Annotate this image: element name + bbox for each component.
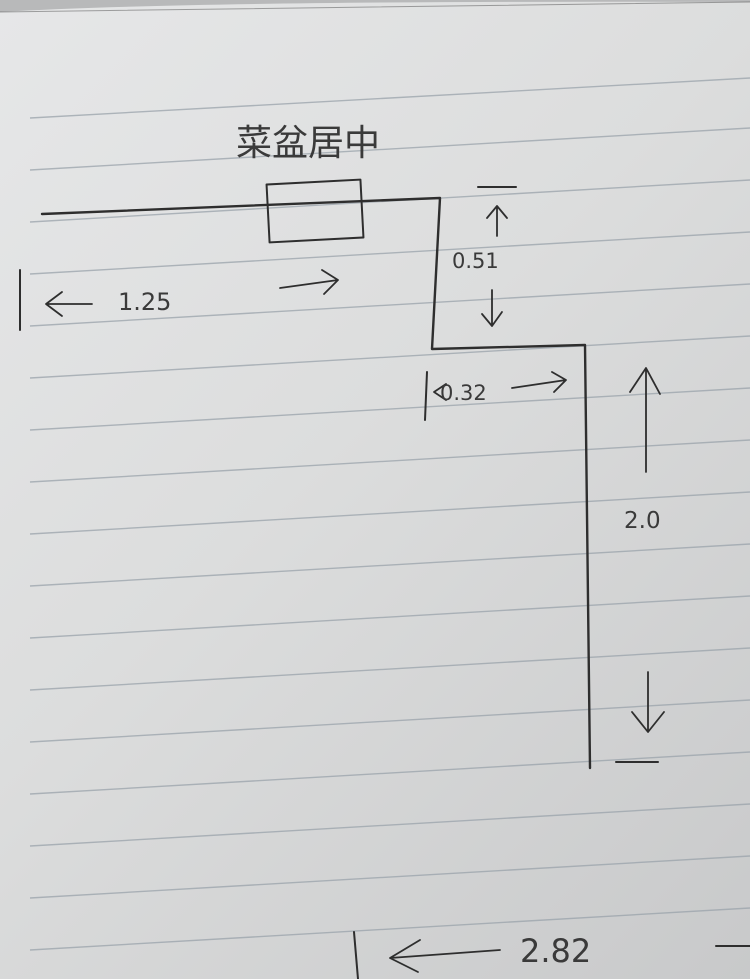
dim-step-height: 0.51 bbox=[452, 186, 517, 327]
page-edge bbox=[0, 0, 750, 12]
dim-left-width-label: 1.25 bbox=[118, 288, 171, 316]
dim-total-width-label: 2.82 bbox=[520, 932, 591, 970]
counter-outline bbox=[40, 196, 592, 770]
title-text: 菜盆居中 bbox=[236, 123, 380, 164]
dim-right-height: 2.0 bbox=[615, 367, 665, 763]
dim-right-height-label: 2.0 bbox=[624, 508, 661, 534]
ruled-lines bbox=[29, 77, 750, 951]
dim-left-width: 1.25 bbox=[19, 269, 339, 331]
dim-step-height-label: 0.51 bbox=[452, 249, 499, 273]
sink-box bbox=[265, 178, 365, 244]
dim-step-width-label: 0.32 bbox=[440, 381, 487, 405]
dim-step-width: 0.32 bbox=[424, 371, 567, 421]
dim-total-width: 2.82 bbox=[353, 931, 750, 979]
